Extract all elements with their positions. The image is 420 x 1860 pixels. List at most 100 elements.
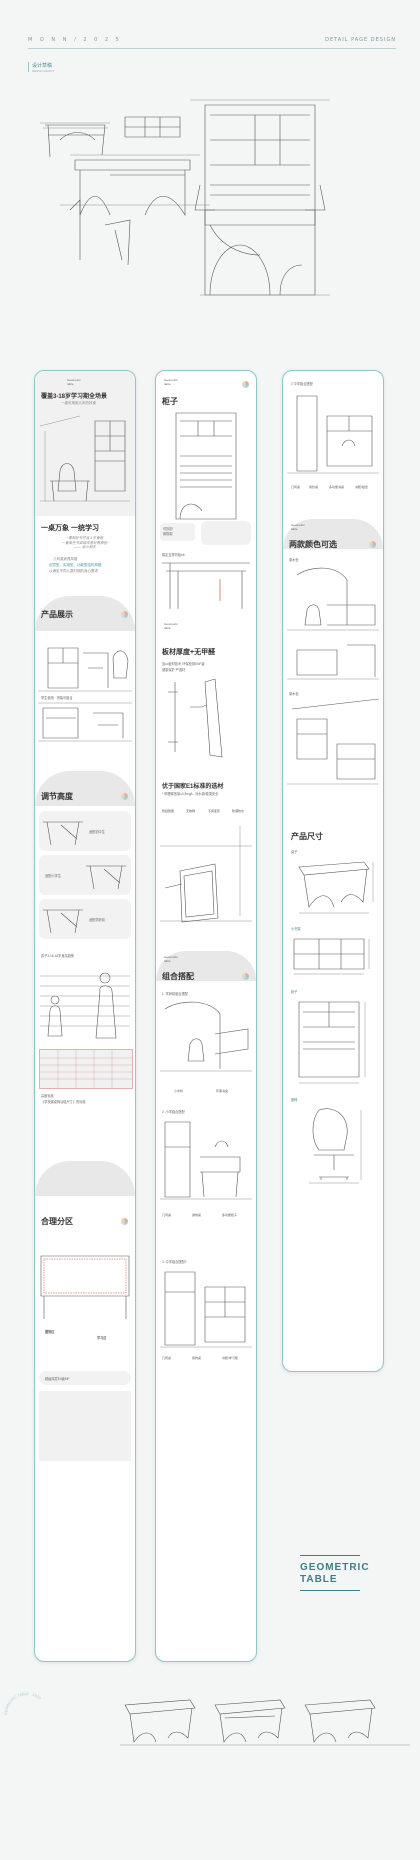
combo-a-item-1: 小木椅 xyxy=(174,1089,184,1093)
circular-brand-text: GEOMETRIC TABLE · 2025 xyxy=(4,1692,42,1715)
feature-3: 不易变形 xyxy=(208,809,221,813)
cabinet-title: 柜子 xyxy=(162,397,178,406)
color-b-illustration xyxy=(287,698,380,785)
brand-mark-icon xyxy=(369,541,376,548)
s2-body-2: 创意型、实用型、功能型结构风格 xyxy=(49,563,102,567)
zone-a: 置物区 xyxy=(45,1330,55,1334)
col2-logo-2: Geometric table xyxy=(164,622,178,630)
color-title: 两款颜色可选 xyxy=(289,540,337,549)
combo-c-item-3: 书柜/学习柜 xyxy=(222,1356,238,1360)
height-card-3-label: 适配学龄前 xyxy=(89,918,105,922)
color-header-bg xyxy=(283,519,383,549)
col3-item-4: 书柜/组合 xyxy=(355,485,368,489)
size-shelf-label: 小书架 xyxy=(291,927,301,931)
combo-a-illustration xyxy=(160,1001,252,1072)
color-b: 原木色 xyxy=(289,692,299,696)
s4-note-2: 《学校课桌椅功能尺寸》的标准 xyxy=(41,1100,86,1104)
s3-product-illustration xyxy=(38,647,132,742)
col2-logo-3: Geometric table xyxy=(164,955,178,963)
cabinet-tag-label: 可拆卸 置物架 xyxy=(163,527,173,536)
col3-item-1: 几何桌 xyxy=(291,485,301,489)
size-desk-label: 桌子 xyxy=(291,850,298,854)
column-3: 2 中学组合搭配 几何桌 简约桌 多功能书桌 书柜/组合 Geometric t… xyxy=(282,370,384,1372)
color-a-illustration xyxy=(287,567,379,680)
header-rule xyxy=(28,48,396,49)
combo-c-illustration xyxy=(160,1271,252,1348)
board-body-1: 加uv板材技术 环保检测ENF级 xyxy=(162,662,205,666)
height-card-2-label: 适配小学生 xyxy=(45,874,61,878)
s4-title: 调节高度 xyxy=(41,792,73,801)
combo-b-item-1: 几何桌 xyxy=(162,1213,172,1217)
s5-close-up xyxy=(39,1391,131,1461)
height-card-2: 适配小学生 xyxy=(39,855,131,895)
column-2: Geometric table 柜子 可拆卸 置物架 稳定支撑背板stt Geo… xyxy=(155,370,257,1662)
feature-1: 防刮耐磨 xyxy=(162,809,175,813)
s3-caption: 学生使用 · 拼装可组合 xyxy=(41,696,73,700)
s5-bottom-label: 超级厚层E0级MF xyxy=(45,1377,70,1381)
brand-line-2: TABLE xyxy=(300,1574,338,1585)
draft-label-en: DESIGN DRAFT xyxy=(32,69,55,73)
col3-logo: Geometric table xyxy=(291,523,305,531)
combo-a: 1. 学龄前组合搭配 xyxy=(162,992,188,996)
combo-b-illustration xyxy=(160,1121,252,1200)
size-desk-diagram xyxy=(298,861,374,914)
brand-mark-icon xyxy=(242,973,249,980)
material-illustration xyxy=(160,826,252,923)
combo-a-item-2: 环保书桌 xyxy=(216,1089,229,1093)
size-cabinet-diagram xyxy=(298,1001,366,1084)
back-panel-illustration xyxy=(162,562,250,609)
col3-item-3: 多功能书桌 xyxy=(329,485,345,489)
combo-b: 2. 小学组合搭配 xyxy=(162,1110,185,1114)
brand-line-1: GEOMETRIC xyxy=(300,1562,370,1573)
combo-b-item-3: 多功能柜子 xyxy=(222,1213,238,1217)
zone-b: 学习区 xyxy=(97,1336,107,1340)
size-cabinet-label: 柜子 xyxy=(291,990,298,994)
board-illustration xyxy=(168,678,223,758)
back-panel-note: 稳定支撑背板stt xyxy=(162,553,185,557)
header-right: DETAIL PAGE DESIGN xyxy=(325,37,396,43)
feature-4: 防潮防水 xyxy=(232,809,245,813)
combo-b-item-2: 通常桌 xyxy=(192,1213,202,1217)
desk-sketch xyxy=(86,865,126,890)
cabinet-detail xyxy=(201,521,251,545)
header-left: M O N N / 2 0 2 5 xyxy=(28,37,122,43)
size-table-grid xyxy=(40,1050,132,1088)
board-title: 板材厚度+无甲醛 xyxy=(162,649,216,656)
s2-body-1: 几何桌家具风格 xyxy=(53,557,78,561)
desk-sketch xyxy=(43,909,83,934)
combo-c-item-1: 几何桌 xyxy=(162,1356,172,1360)
growth-illustration xyxy=(40,972,130,1039)
size-shelf-diagram xyxy=(293,938,370,975)
s4-note-1: 高度标准 xyxy=(41,1094,54,1098)
bottom-desk-sketches xyxy=(120,1699,410,1746)
brand-mark-icon xyxy=(121,1218,128,1225)
col3-combo-tag: 2 中学组合搭配 xyxy=(291,382,313,386)
col1-logo: Geometric table xyxy=(67,378,81,386)
s3-header-bg xyxy=(35,596,135,631)
combo-c-item-2: 简約桌 xyxy=(192,1356,202,1360)
board-body-2: 健康保护 严选材 xyxy=(162,668,186,672)
hero-illustration xyxy=(39,415,130,502)
s3-title: 产品展示 xyxy=(41,610,73,619)
s2-poem: “遇到好书可当人生食粮 一直美在书桌陪伴里好看原色” —— 给小朋友 xyxy=(61,536,109,550)
e1-title: 优于国家E1标准的选材 xyxy=(162,784,224,790)
height-card-3: 适配学龄前 xyxy=(39,899,131,939)
size-title: 产品尺寸 xyxy=(291,832,323,841)
combo-c: 3. 中学组合搭配2 xyxy=(162,1260,187,1264)
cabinet-illustration xyxy=(175,412,237,520)
height-card-1-label: 适配初中生 xyxy=(89,830,105,834)
brand-rule-bottom xyxy=(300,1590,360,1591)
furniture-sketches xyxy=(40,99,330,296)
combo-header-bg xyxy=(156,951,256,981)
brand-rule-top xyxy=(300,1555,360,1556)
e1-subtitle: * 甲醛释放量≤0.5mg/L, 对水源/健康安全 xyxy=(162,792,219,796)
hero-panel xyxy=(35,371,135,516)
feature-2: 无味释 xyxy=(186,809,196,813)
brand-mark-icon xyxy=(242,381,249,388)
column-1: Geometric table 覆盖3-18岁学习期全场景 一桌可用用几年的好桌… xyxy=(34,370,136,1662)
hero-title: 覆盖3-18岁学习期全场景 xyxy=(41,394,108,400)
label-bar xyxy=(28,62,29,72)
s2-body-3: 以满足不同儿童时期的身心需求 xyxy=(49,569,98,573)
size-table xyxy=(39,1049,133,1089)
s4-chart-title: 孩子3.18-18岁身高趋势 xyxy=(41,954,75,958)
